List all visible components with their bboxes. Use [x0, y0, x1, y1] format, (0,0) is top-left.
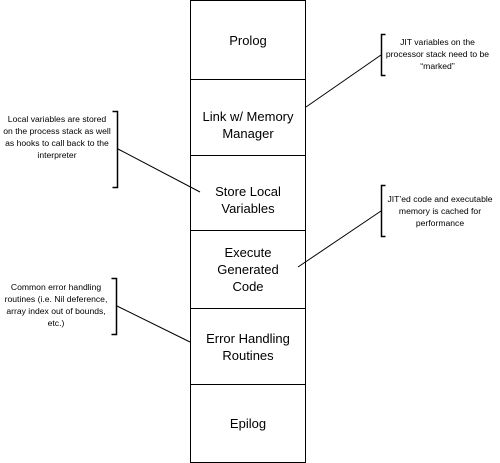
note-bracket — [112, 110, 119, 189]
note-jited-code: JIT’ed code and executable memory is cac… — [385, 193, 495, 229]
block-link-memory-manager: Link w/ Memory Manager — [190, 80, 306, 155]
connector-line — [297, 210, 382, 268]
note-error-handling: Common error handling routines (i.e. Nil… — [2, 281, 110, 329]
connector-line — [116, 305, 191, 343]
block-label: Execute Generated Code — [217, 245, 279, 294]
block-error-handling-routines: Error Handling Routines — [190, 309, 306, 384]
note-jit-variables: JIT variables on the processor stack nee… — [385, 36, 490, 72]
note-bracket — [111, 277, 118, 336]
note-text: JIT’ed code and executable memory is cac… — [387, 194, 493, 228]
block-label: Link w/ Memory Manager — [202, 108, 294, 141]
note-bracket — [380, 184, 386, 238]
note-local-variables: Local variables are stored on the proces… — [3, 113, 111, 161]
block-execute-generated-code: Execute Generated Code — [190, 231, 306, 308]
note-text: Common error handling routines (i.e. Nil… — [4, 282, 108, 328]
block-label: Prolog — [229, 32, 267, 48]
connector-line — [305, 54, 382, 108]
block-label: Epilog — [229, 416, 267, 431]
note-text: Local variables are stored on the proces… — [3, 114, 111, 160]
block-prolog: Prolog — [190, 1, 306, 79]
note-text: JIT variables on the processor stack nee… — [385, 37, 490, 71]
connector-line — [117, 148, 201, 193]
block-store-local-variables: Store Local Variables — [190, 156, 306, 230]
block-epilog: Epilog — [190, 385, 306, 462]
block-label: Store Local Variables — [215, 184, 281, 216]
note-bracket — [380, 33, 386, 77]
block-label: Error Handling Routines — [206, 330, 290, 363]
